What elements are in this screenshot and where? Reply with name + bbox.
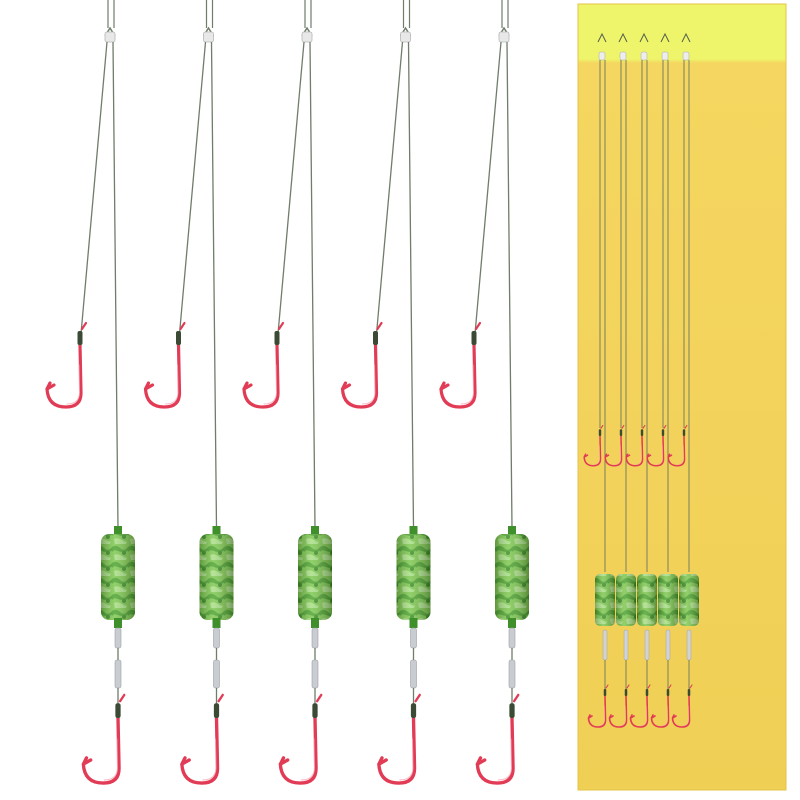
hook-icon bbox=[650, 684, 672, 728]
swivel bbox=[665, 629, 671, 661]
hook-icon bbox=[242, 321, 285, 409]
swivel bbox=[508, 659, 516, 689]
float bbox=[101, 526, 135, 628]
float bbox=[495, 526, 529, 628]
crimp-sleeve bbox=[400, 31, 411, 43]
hook-icon bbox=[81, 693, 126, 785]
hook-icon bbox=[143, 321, 186, 409]
swivel bbox=[508, 627, 516, 649]
hook-icon bbox=[629, 684, 651, 728]
float bbox=[396, 526, 431, 628]
swivel bbox=[213, 659, 220, 689]
hook-icon bbox=[278, 693, 323, 785]
main-line bbox=[506, 41, 513, 529]
hook-icon bbox=[671, 684, 693, 728]
card-background bbox=[577, 3, 787, 791]
card-rig bbox=[646, 32, 678, 728]
swivel bbox=[686, 629, 692, 661]
swivel bbox=[602, 629, 608, 661]
hook-icon bbox=[340, 321, 383, 409]
crimp-sleeve bbox=[498, 31, 510, 43]
main-line bbox=[407, 41, 415, 529]
float bbox=[199, 526, 234, 628]
swivel bbox=[410, 627, 417, 649]
crimp-sleeve bbox=[301, 31, 313, 43]
hook-icon bbox=[180, 693, 224, 785]
swivel bbox=[213, 627, 220, 649]
hook-icon bbox=[667, 424, 688, 467]
card-rig bbox=[625, 32, 657, 728]
hook-icon bbox=[587, 684, 609, 728]
rig bbox=[340, 0, 431, 785]
leader-line bbox=[374, 41, 404, 346]
card-rig bbox=[583, 32, 615, 728]
hook-icon bbox=[583, 424, 604, 467]
hook-icon bbox=[625, 424, 646, 467]
main-line bbox=[210, 41, 218, 529]
hook-icon bbox=[439, 321, 482, 409]
crimp-sleeve bbox=[203, 31, 214, 43]
hook-icon bbox=[377, 693, 421, 785]
hook-icon bbox=[475, 693, 520, 785]
crimp-sleeve bbox=[104, 31, 116, 43]
card-rig bbox=[667, 32, 699, 728]
swivel bbox=[623, 629, 629, 661]
card-rig bbox=[604, 32, 636, 728]
swivel bbox=[311, 659, 319, 689]
main-line bbox=[112, 41, 119, 529]
main-line bbox=[309, 41, 316, 529]
leader-line bbox=[276, 41, 305, 346]
swivel bbox=[114, 659, 122, 689]
swivel bbox=[644, 629, 650, 661]
swivel bbox=[410, 659, 417, 689]
rig bbox=[242, 0, 332, 785]
rig bbox=[45, 0, 135, 785]
leader-line bbox=[473, 41, 502, 346]
swivel bbox=[114, 627, 122, 649]
hook-icon bbox=[45, 321, 88, 409]
packaging-card bbox=[577, 3, 787, 791]
rig bbox=[439, 0, 529, 785]
swivel bbox=[311, 627, 319, 649]
hook-icon bbox=[646, 424, 667, 467]
hook-icon bbox=[608, 684, 630, 728]
rig-group bbox=[45, 0, 529, 785]
leader-line bbox=[177, 41, 207, 346]
rig bbox=[143, 0, 234, 785]
leader-line bbox=[79, 41, 108, 346]
hook-icon bbox=[604, 424, 625, 467]
float bbox=[298, 526, 332, 628]
